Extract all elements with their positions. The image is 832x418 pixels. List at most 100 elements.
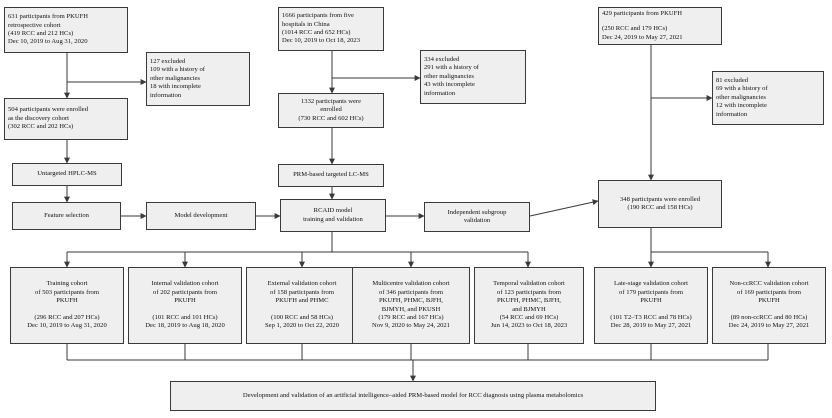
c6-line-1: of 179 participants from: [619, 288, 683, 296]
c7-line-2: PKUFH: [758, 297, 780, 305]
c6-line-2: PKUFH: [640, 297, 662, 305]
src2-line-2: (1014 RCC and 652 HCs): [282, 29, 351, 36]
src1-line-1: retrospective cohort: [8, 21, 61, 29]
ex2-line-1: 291 with a history of: [424, 64, 479, 72]
c3-line-2: PKUFH and PHMC: [275, 297, 329, 305]
c5-line-0: Temporal validation cohort: [493, 280, 565, 288]
c5-line-1: of 123 participants from: [497, 288, 561, 296]
c5-line-4: (54 RCC and 69 HCs): [499, 313, 559, 321]
src3-line-3: Dec 24, 2019 to May 27, 2021: [602, 33, 683, 41]
ex2-line-2: other malignancies: [424, 72, 474, 80]
c5-line-2: PKUFH, PHMC, BJFH,: [497, 297, 561, 305]
subgroup-line-1: validation: [463, 217, 491, 224]
subgroup-line-0: Independent subgroup: [447, 208, 507, 216]
enr2-line-2: (730 RCC and 602 HCs): [298, 114, 364, 122]
enr3-line-1: (190 RCC and 158 HCs): [627, 204, 693, 211]
feature-selection-step: Feature selection: [12, 202, 121, 230]
c2-line-5: Dec 18, 2019 to Aug 18, 2020: [145, 322, 225, 330]
c4-line-5: Nov 9, 2020 to May 24, 2021: [371, 322, 451, 330]
src2-line-1: hospitals in China: [282, 20, 330, 28]
ex1-line-3: 18 with incomplete: [150, 83, 201, 91]
enr1-line-1: as the discovery cohort: [8, 114, 69, 122]
c5-line-5: Jun 14, 2023 to Oct 18, 2023: [490, 322, 568, 330]
src2-line-3: Dec 10, 2019 to Oct 18, 2023: [282, 37, 361, 45]
src3-line-2: (250 RCC and 179 HCs): [602, 25, 668, 33]
model-development-step: Model development: [146, 202, 256, 230]
ex2-line-3: 43 with incomplete: [424, 81, 475, 89]
c1-line-2: PKUFH: [56, 297, 78, 305]
src1-line-2: (419 RCC and 212 HCs): [8, 30, 74, 37]
src3-line-0: 429 participants from PKUFH: [602, 10, 683, 17]
ex3-line-1: 69 with a history of: [716, 85, 768, 93]
line-gap: [132, 306, 238, 314]
c7-line-4: (89 non-ccRCC and 80 HCs): [730, 313, 808, 321]
c3-line-4: (100 RCC and 58 HCs): [271, 313, 333, 321]
line-gap: [14, 306, 120, 314]
c1-line-5: Dec 10, 2019 to Aug 31, 2020: [27, 322, 107, 330]
line-gap: [602, 18, 718, 25]
c4-line-0: Multicentre validation cohort: [372, 280, 450, 288]
feature-line-0: Feature selection: [44, 211, 89, 219]
arrow-subgroup-enr3: [529, 199, 599, 217]
src1-line-3: Dec 10, 2019 to Aug 31, 2020: [8, 38, 88, 46]
c2-line-2: PKUFH: [174, 297, 196, 305]
enr3-line-0: 348 participants were enrolled: [619, 195, 700, 203]
c1-line-1: of 503 participants from: [35, 288, 99, 296]
enr1-line-2: (302 RCC and 202 HCs): [8, 123, 74, 131]
rcaid-line-1: training and validation: [303, 215, 363, 223]
final-line-0: Development and validation of an artific…: [242, 391, 584, 399]
c7-line-5: Dec 24, 2019 to May 27, 2021: [728, 322, 810, 330]
enr2-line-1: enrolled: [320, 106, 342, 114]
ex3-line-0: 81 excluded: [716, 76, 749, 84]
prm-line-0: PRM-based targeted LC-MS: [293, 171, 369, 179]
enr2-line-0: 1332 participants were: [300, 97, 362, 105]
c4-line-1: of 346 participants from: [379, 288, 443, 296]
ex2-line-4: information: [424, 89, 456, 97]
c2-line-0: Internal validation cohort: [151, 280, 219, 288]
c6-line-5: Dec 28, 2019 to May 27, 2021: [610, 322, 692, 330]
enr1-line-0: 504 participants were enrolled: [8, 106, 89, 114]
untargeted-line-0: Untargeted HPLC-MS: [37, 170, 97, 178]
c2-line-4: (101 RCC and 101 HCs): [152, 313, 218, 321]
ex1-line-0: 127 excluded: [150, 57, 186, 65]
src2-line-0: 1666 participants from five: [282, 12, 354, 20]
src1-line-0: 631 participants from PKUFH: [8, 13, 89, 21]
c4-line-2: PKUFH, PHMC, BJFH,: [379, 297, 443, 305]
c5-line-3: and BJMYH: [512, 305, 546, 313]
ex3-line-4: information: [716, 110, 748, 118]
model-line-0: Model development: [174, 211, 228, 219]
c6-line-4: (101 T2–T3 RCC and 78 HCs): [610, 313, 692, 321]
rcaid-line-0: RCAID model: [313, 207, 353, 215]
ex1-line-4: information: [150, 91, 182, 99]
source-cohort-3: 429 participants from PKUFH (250 RCC and …: [598, 7, 722, 45]
untargeted-hplc-ms-step: Untargeted HPLC-MS: [12, 163, 122, 186]
c1-line-4: (296 RCC and 207 HCs): [34, 313, 100, 321]
line-gap: [250, 306, 354, 314]
c7-line-1: of 169 participants from: [737, 288, 801, 296]
ex2-line-0: 334 excluded: [424, 55, 460, 63]
c6-line-0: Late-stage validation cohort: [614, 280, 688, 288]
enrolled-participants-3: 348 participants were enrolled(190 RCC a…: [598, 180, 722, 228]
ex1-line-2: other malignancies: [150, 74, 200, 82]
c3-line-5: Sep 1, 2020 to Oct 22, 2020: [265, 322, 339, 330]
ex1-line-1: 109 with a history of: [150, 66, 205, 74]
c4-line-4: (179 RCC and 167 HCs): [378, 313, 444, 321]
c4-line-3: BJMYH, and PKUSH: [381, 305, 441, 313]
ex3-line-2: other malignancies: [716, 93, 766, 101]
c3-line-1: of 158 participants from: [270, 288, 334, 296]
c2-line-1: of 202 participants from: [153, 288, 217, 296]
